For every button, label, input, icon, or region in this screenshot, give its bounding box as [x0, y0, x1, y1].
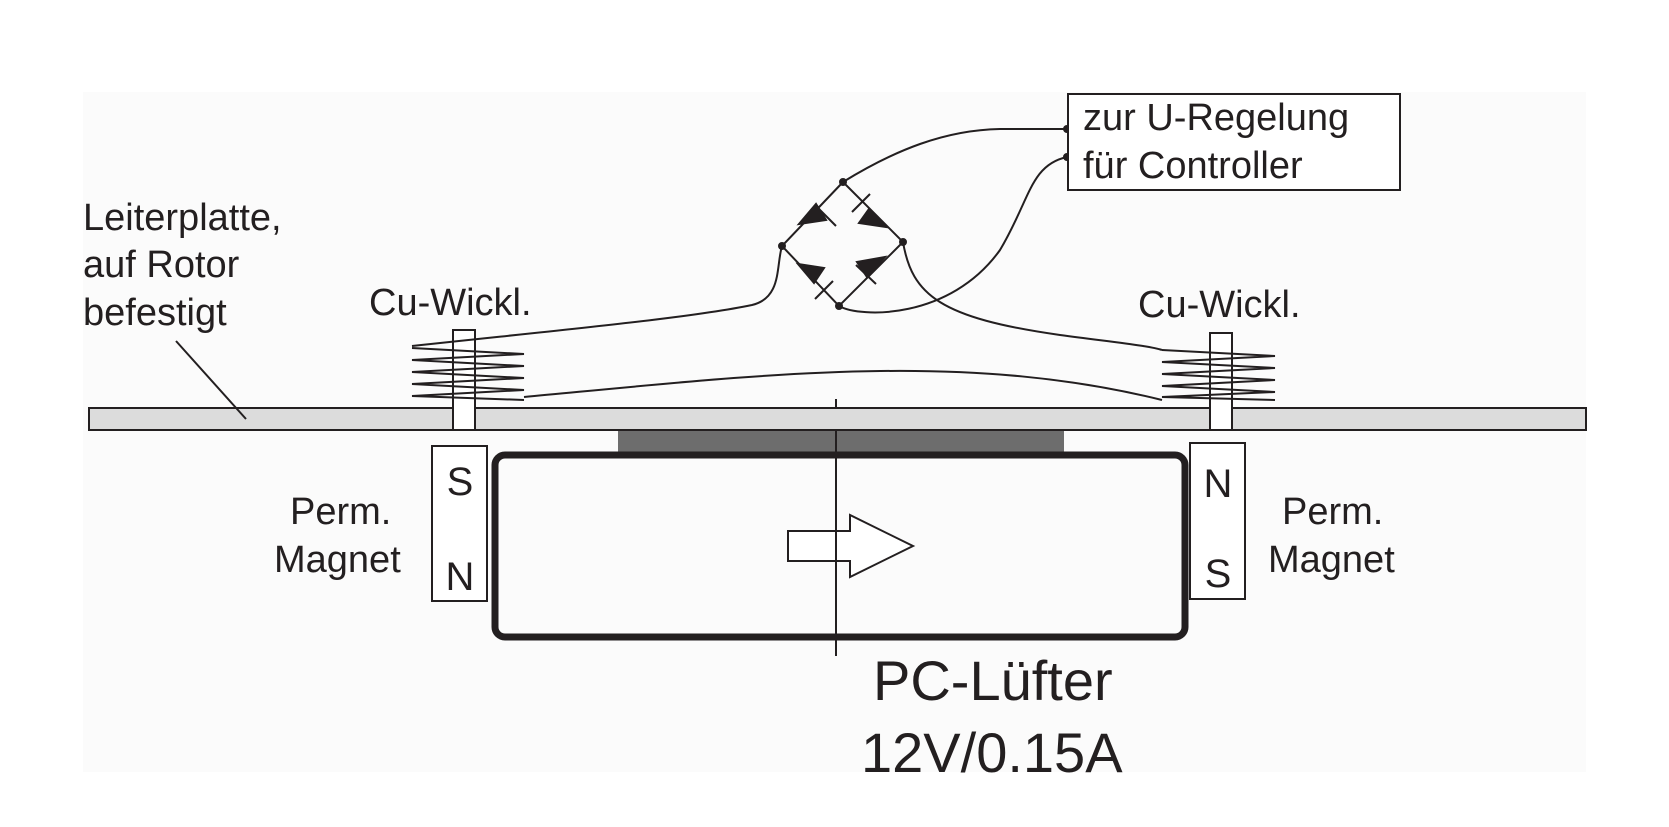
controller-box [1067, 93, 1401, 191]
diode-bottom-left-bar [814, 280, 834, 300]
diode-top-left-bar [815, 205, 837, 227]
rotation-arrow [787, 513, 916, 579]
pcb-board [88, 407, 1587, 431]
wire-bridge-to-right-winding [902, 241, 1163, 351]
winding-right-coil [1161, 349, 1276, 401]
bridge-rectifier [778, 125, 1071, 310]
diode-bottom-right-bar [855, 264, 877, 285]
controller-label-line1: zur U-Regelung [1083, 97, 1349, 139]
junction-bottom [835, 302, 843, 310]
wire-bridge-top-to-controller [842, 128, 1067, 183]
junction-right [899, 238, 907, 246]
pole-left-top: S [447, 460, 474, 504]
winding-left-coil [411, 347, 525, 401]
pcb-label-line3: befestigt [83, 292, 227, 334]
magnet-left-label-line2: Magnet [274, 539, 401, 581]
winding-right [1161, 332, 1276, 431]
pole-left-bottom: N [446, 555, 475, 599]
winding-left-label: Cu-Wickl. [369, 282, 532, 324]
diode-top-right-bar [851, 193, 871, 213]
junction-left [778, 242, 786, 250]
magnet-left [431, 445, 488, 602]
pcb-label-line2: auf Rotor [83, 244, 240, 286]
magnet-left-label-line1: Perm. [290, 491, 391, 533]
wire-winding-return [523, 369, 1163, 401]
pole-right-top: N [1204, 462, 1233, 506]
magnet-right-label-line2: Magnet [1268, 539, 1395, 581]
diode-top-right [857, 207, 889, 229]
wire-left-winding-to-bridge [411, 245, 783, 347]
pcb-leader-line [175, 340, 247, 420]
wire-bridge-bottom-to-controller [838, 156, 1068, 314]
fan-body [491, 451, 1189, 641]
magnet-right [1189, 442, 1246, 600]
fan-label-line1: PC-Lüfter [873, 649, 1113, 712]
winding-left [411, 329, 525, 431]
junction-top [839, 178, 847, 186]
fan-label-line2: 12V/0.15A [861, 721, 1123, 784]
diode-bottom-left [795, 262, 826, 285]
magnet-right-label-line1: Perm. [1282, 491, 1383, 533]
winding-right-label: Cu-Wickl. [1138, 284, 1301, 326]
pcb-label-line1: Leiterplatte, [83, 197, 282, 239]
wires [411, 128, 1163, 401]
pole-right-bottom: S [1205, 552, 1232, 596]
controller-label-line2: für Controller [1083, 145, 1303, 187]
